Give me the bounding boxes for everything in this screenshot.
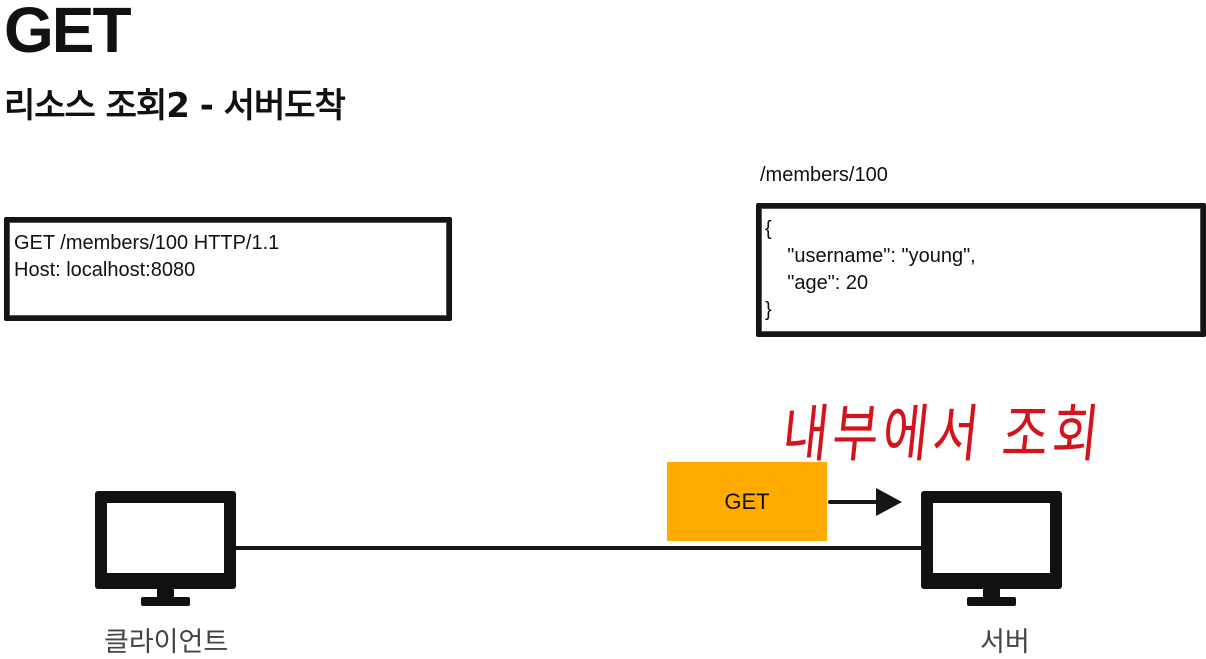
server-monitor-icon	[921, 491, 1062, 606]
get-method-label: GET	[724, 488, 770, 514]
request-message-box: GET /members/100 HTTP/1.1 Host: localhos…	[4, 217, 452, 321]
resource-data-box: { "username": "young", "age": 20 }	[756, 203, 1206, 337]
resource-data-text: { "username": "young", "age": 20 }	[765, 218, 976, 321]
arrow-right-icon	[828, 488, 902, 516]
client-label: 클라이언트	[104, 627, 229, 658]
request-message-text: GET /members/100 HTTP/1.1 Host: localhos…	[14, 232, 280, 281]
get-method-badge: GET	[667, 462, 827, 541]
client-monitor-icon	[95, 491, 236, 606]
handwritten-annotation: 내부에서 조회	[778, 397, 1107, 471]
connection-line	[233, 546, 923, 550]
server-label: 서버	[980, 627, 1030, 658]
page-title: GET	[4, 0, 132, 66]
resource-path-label: /members/100	[760, 164, 888, 186]
page-subtitle: 리소스 조회2 - 서버도착	[4, 86, 346, 126]
